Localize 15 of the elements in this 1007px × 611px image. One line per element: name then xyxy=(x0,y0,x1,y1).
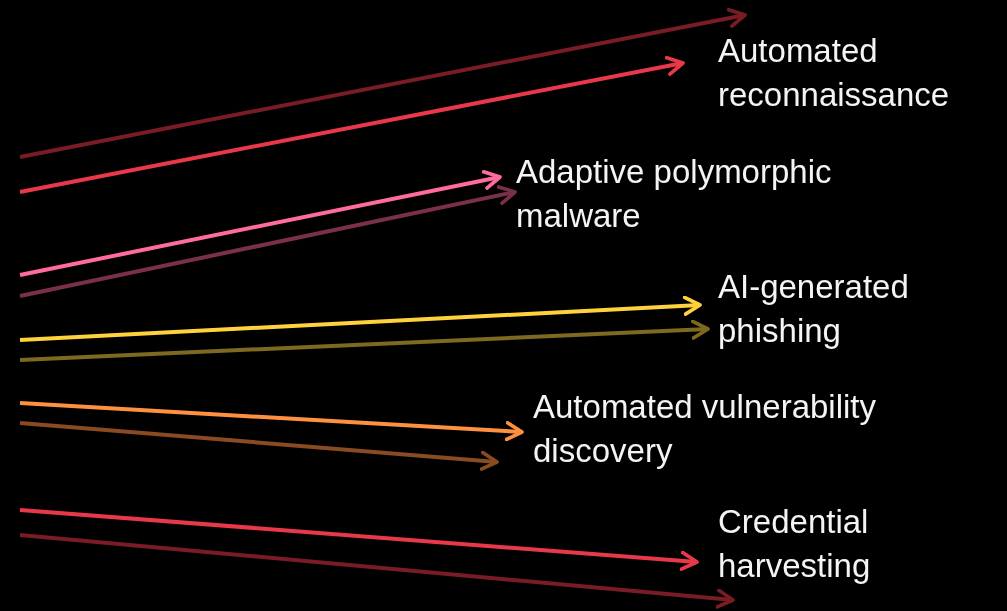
label-text: AI-generated phishing xyxy=(718,267,910,351)
label-text: Automated reconnaissance xyxy=(718,31,951,115)
label-text: Credential harvesting xyxy=(718,502,872,586)
arrow xyxy=(19,401,524,442)
label-text: Automated vulnerability discovery xyxy=(533,387,878,471)
arrow xyxy=(19,319,710,362)
arrow xyxy=(19,170,502,277)
arrow xyxy=(19,533,735,609)
arrow xyxy=(19,421,499,471)
arrow xyxy=(19,55,685,194)
arrow xyxy=(19,508,699,571)
arrow xyxy=(19,7,747,159)
arrow xyxy=(19,185,517,298)
arrow xyxy=(19,295,702,342)
label-text: Adaptive polymorphic malware xyxy=(516,152,833,236)
